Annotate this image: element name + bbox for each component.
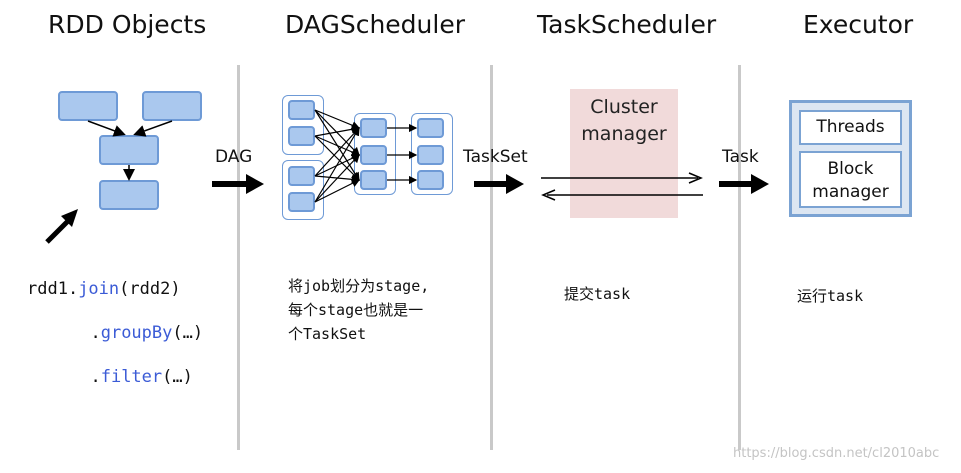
title-executor: Executor [803,10,914,39]
code-line-1: rdd1.join(rdd2) [27,278,203,300]
code-line-2: .groupBy(…) [27,322,203,344]
task-node [288,126,315,146]
rdd-node-1 [58,91,118,121]
title-task-scheduler: TaskScheduler [537,10,717,39]
code-line-3: .filter(…) [27,366,203,388]
block-manager-box: Block manager [799,151,902,208]
arrow-taskset [474,174,524,194]
code-line-1-prefix: rdd1. [27,279,79,299]
task-scheduler-note: 提交task [564,285,631,303]
task-node [417,118,444,138]
code-line-3-prefix: . [70,367,101,387]
task-node [417,170,444,190]
arrow-dag [212,174,264,194]
divider-1 [237,65,240,450]
block-manager-line-1: Block [827,159,874,179]
watermark: https://blog.csdn.net/cl2010abc [733,446,940,461]
task-node [360,145,387,165]
code-line-2-method: groupBy [100,323,173,343]
block-manager-line-2: manager [812,182,889,202]
code-line-2-prefix: . [70,323,101,343]
title-dag-scheduler: DAGScheduler [285,10,466,39]
arrow-task [719,174,769,194]
divider-3 [738,65,741,450]
threads-box: Threads [799,110,902,145]
divider-2 [490,65,493,450]
executor-note: 运行task [797,287,864,305]
stage-group-1 [282,95,324,155]
title-rdd-objects: RDD Objects [48,10,207,39]
task-node [288,100,315,120]
rdd-node-4 [99,180,159,210]
label-taskset: TaskSet [463,147,528,167]
cluster-exchange-arrows [541,172,703,201]
task-node [417,145,444,165]
rdd-node-3 [99,135,159,165]
cluster-manager-box [570,89,678,218]
cluster-manager-line-2: manager [581,123,667,145]
dag-note-line-2: 每个stage也就是一 [288,301,424,319]
dag-note-line-3: 个TaskSet [288,325,367,343]
label-dag: DAG [215,147,253,167]
rdd-code: rdd1.join(rdd2) .groupBy(…) .filter(…) [27,256,203,410]
rdd-node-2 [142,91,202,121]
dag-note: 将job划分为stage, 每个stage也就是一 个TaskSet [288,274,429,346]
stage-group-2 [282,160,324,220]
dag-note-line-1: 将job划分为stage, [288,277,430,295]
code-line-2-suffix: (…) [172,323,204,343]
code-line-3-method: filter [100,367,163,387]
dag-edges [314,109,418,203]
task-node [288,192,315,212]
cluster-manager-line-1: Cluster [590,96,658,118]
code-line-1-method: join [78,279,120,299]
code-line-3-suffix: (…) [162,367,193,387]
task-node [360,118,387,138]
task-node [360,170,387,190]
rdd-graph-edges [45,120,173,244]
task-node [288,166,315,186]
code-line-1-suffix: (rdd2) [119,279,181,299]
cluster-manager-label: Cluster manager [570,94,678,148]
label-task: Task [722,147,759,167]
